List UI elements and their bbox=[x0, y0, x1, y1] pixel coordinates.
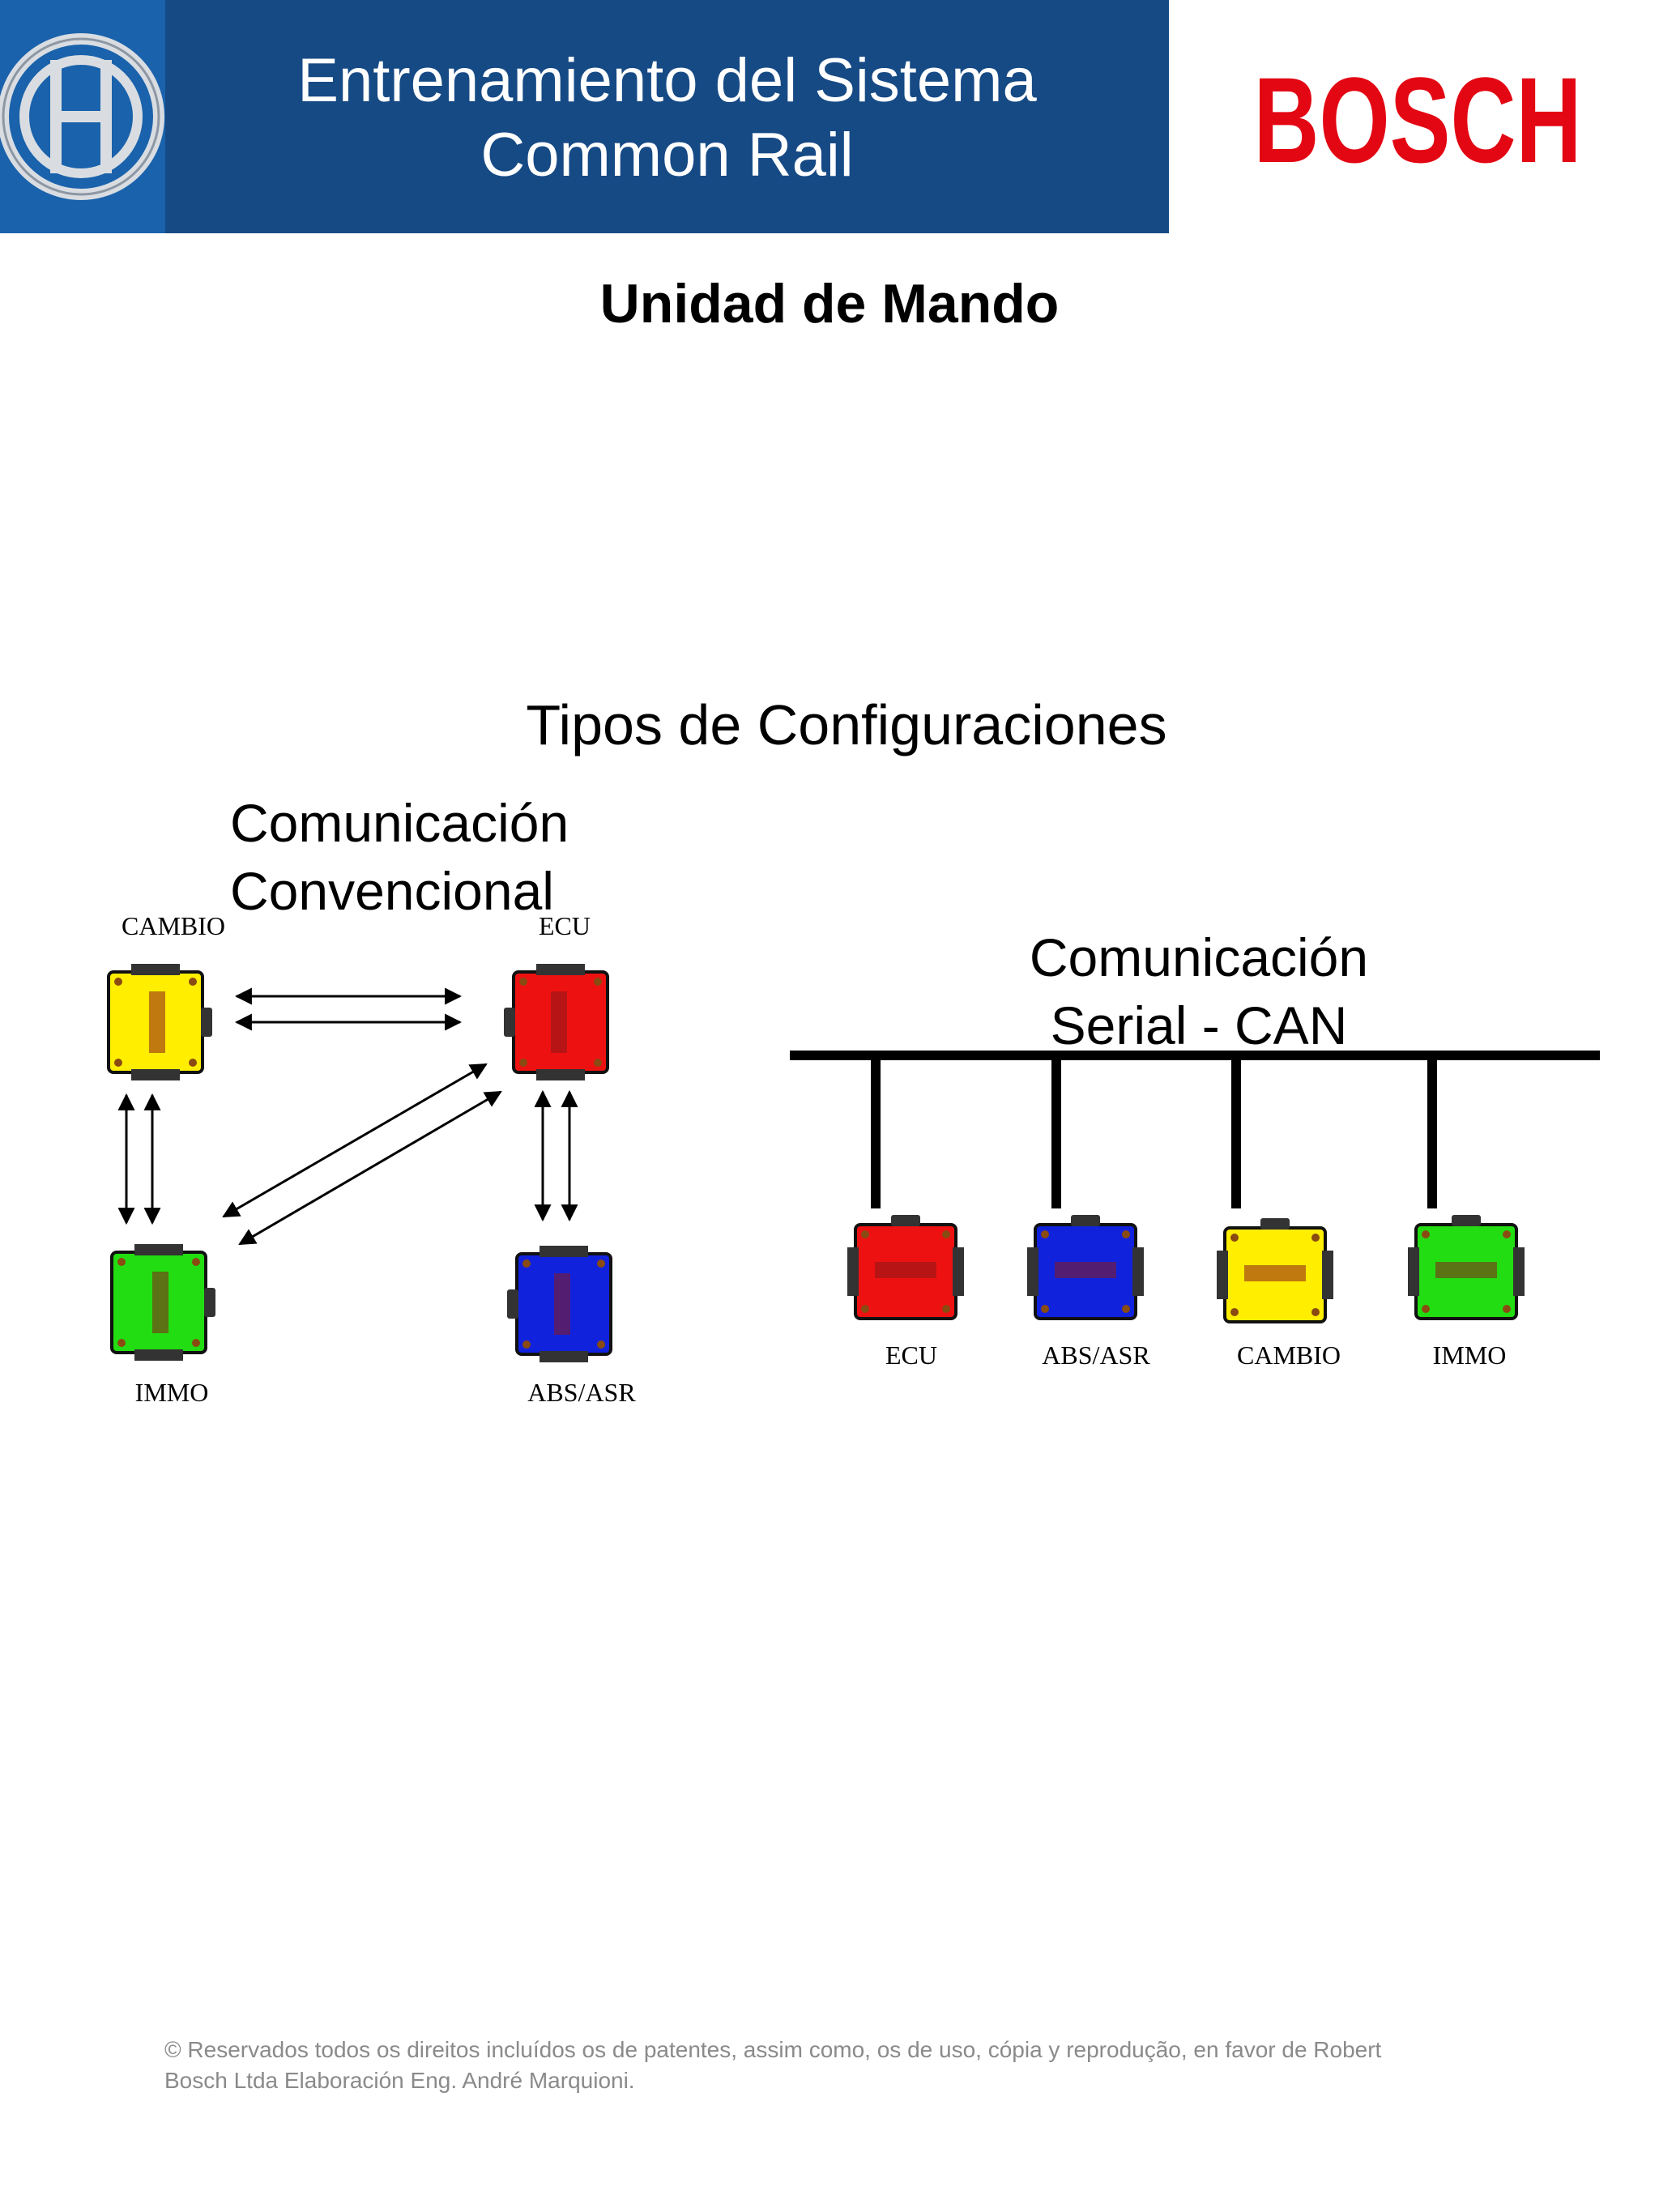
copyright-footer: © Reservados todos os direitos incluídos… bbox=[164, 2035, 1542, 2096]
header-title-line1: Entrenamiento del Sistema bbox=[297, 46, 1037, 115]
can-title-line2: Serial - CAN bbox=[1050, 995, 1348, 1055]
header-title-line2: Common Rail bbox=[480, 121, 854, 190]
arrow-immo-ecu-1 bbox=[222, 1063, 488, 1218]
conventional-unit-ecu bbox=[502, 962, 609, 1082]
can-label-ecu: ECU bbox=[885, 1340, 937, 1370]
conventional-label-cambio: CAMBIO bbox=[122, 911, 225, 940]
bosch-wordmark-text: BOSCH bbox=[1254, 55, 1582, 177]
conventional-label-abs-asr: ABS/ASR bbox=[527, 1378, 636, 1407]
conventional-title-line2: Convencional bbox=[230, 861, 554, 921]
can-label-cambio: CAMBIO bbox=[1237, 1340, 1341, 1370]
bosch-armature-icon bbox=[0, 33, 164, 200]
can-title-line1: Comunicación bbox=[1029, 927, 1369, 987]
conventional-unit-immo bbox=[110, 1242, 217, 1362]
conventional-unit-abs-asr bbox=[505, 1244, 612, 1364]
conventional-label-immo: IMMO bbox=[135, 1378, 209, 1407]
footer-line2: Bosch Ltda Elaboración Eng. André Marqui… bbox=[164, 2068, 635, 2093]
can-title: Comunicación Serial - CAN bbox=[956, 923, 1442, 1059]
can-unit-abs-asr bbox=[1026, 1213, 1145, 1320]
arrow-immo-ecu-2 bbox=[238, 1090, 502, 1246]
section-title: Unidad de Mando bbox=[599, 273, 1060, 335]
can-unit-ecu bbox=[846, 1213, 966, 1320]
can-unit-cambio bbox=[1215, 1217, 1335, 1323]
can-label-immo: IMMO bbox=[1433, 1340, 1507, 1370]
conventional-title: Comunicación Convencional bbox=[230, 789, 569, 925]
footer-line1: © Reservados todos os direitos incluídos… bbox=[164, 2037, 1382, 2062]
conventional-unit-cambio bbox=[107, 962, 214, 1082]
config-title: Tipos de Configuraciones bbox=[526, 693, 1167, 757]
bosch-wordmark-logo: BOSCH bbox=[1254, 55, 1582, 177]
conventional-title-line1: Comunicación bbox=[230, 793, 569, 853]
conventional-label-ecu: ECU bbox=[539, 911, 591, 940]
header-title: Entrenamiento del Sistema Common Rail bbox=[165, 44, 1169, 193]
can-unit-immo bbox=[1406, 1213, 1526, 1320]
can-label-abs-asr: ABS/ASR bbox=[1042, 1340, 1150, 1370]
header-band bbox=[0, 0, 1169, 233]
